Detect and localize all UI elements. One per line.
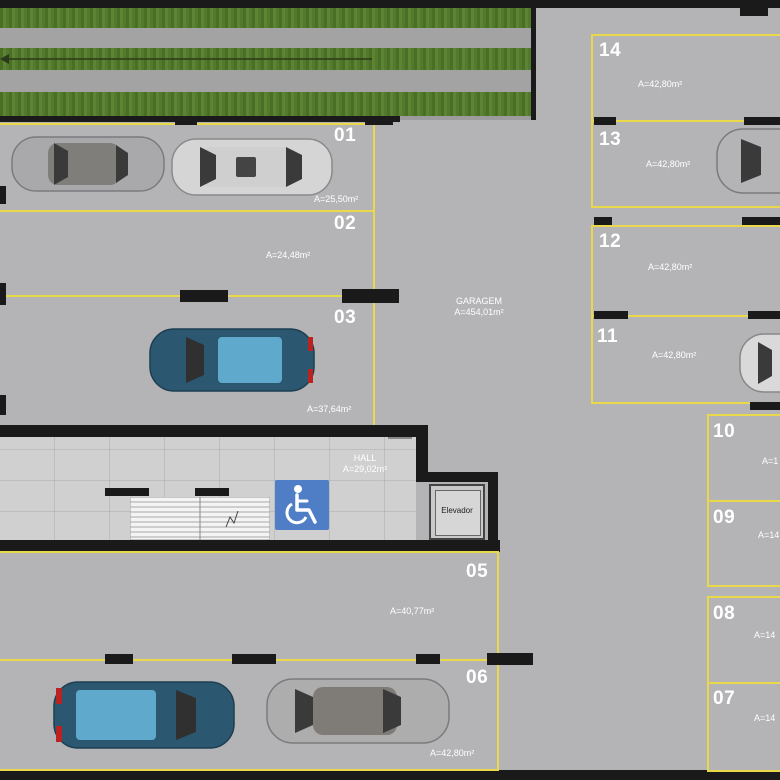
wheelchair-icon bbox=[275, 480, 329, 530]
spot-area: A=40,77m² bbox=[390, 606, 435, 616]
wall bbox=[740, 8, 768, 16]
wall bbox=[0, 540, 500, 552]
spot-number: 02 bbox=[334, 213, 357, 234]
hall-door[interactable] bbox=[388, 437, 412, 439]
parking-bay-13[interactable] bbox=[591, 120, 780, 208]
elevator-cab bbox=[435, 490, 481, 536]
spot-number: 06 bbox=[466, 667, 489, 688]
stairs-icon bbox=[130, 497, 270, 540]
grass-band bbox=[0, 92, 531, 116]
walkway bbox=[0, 28, 531, 48]
parking-bay-02[interactable] bbox=[0, 210, 375, 297]
wall bbox=[594, 311, 628, 319]
wall bbox=[416, 654, 440, 664]
car-icon bbox=[11, 136, 165, 192]
spot-number: 08 bbox=[713, 603, 736, 624]
wall bbox=[742, 217, 780, 225]
parking-bay-11[interactable] bbox=[591, 315, 780, 404]
wall bbox=[744, 117, 780, 125]
wall bbox=[488, 472, 498, 542]
wall bbox=[748, 311, 780, 319]
car-icon bbox=[739, 333, 780, 393]
car-icon bbox=[53, 681, 235, 749]
car-icon bbox=[171, 138, 333, 196]
elevator-label: Elevador bbox=[441, 506, 473, 515]
wall bbox=[531, 0, 536, 120]
parking-bay-07[interactable] bbox=[707, 682, 780, 772]
spot-number: 14 bbox=[599, 40, 622, 61]
spot-area: A=42,80m² bbox=[648, 262, 693, 272]
spot-area: A=42,80m² bbox=[646, 159, 691, 169]
wall bbox=[232, 654, 276, 664]
wall bbox=[175, 116, 197, 125]
spot-number: 11 bbox=[597, 326, 619, 347]
garage-label: GARAGEM A=454,01m² bbox=[440, 296, 518, 318]
wall bbox=[180, 290, 228, 302]
elevator[interactable]: Elevador bbox=[429, 484, 485, 540]
walkway bbox=[0, 70, 531, 92]
spot-area: A=14 bbox=[754, 630, 776, 640]
wall bbox=[0, 186, 6, 204]
spot-area: A=42,80m² bbox=[638, 79, 683, 89]
garage-area: A=454,01m² bbox=[454, 307, 504, 317]
grass-band bbox=[0, 8, 531, 28]
wall bbox=[0, 770, 780, 780]
wall bbox=[594, 117, 616, 125]
parking-bay-09[interactable] bbox=[707, 500, 780, 587]
wall bbox=[365, 116, 393, 125]
car-icon bbox=[266, 678, 450, 744]
garage-name: GARAGEM bbox=[455, 296, 502, 306]
wall bbox=[487, 653, 533, 665]
hall-label: HALL A=29,02m² bbox=[330, 453, 400, 475]
spot-number: 01 bbox=[334, 125, 357, 146]
wall bbox=[0, 425, 428, 437]
spot-number: 07 bbox=[713, 688, 736, 709]
arrow-left-icon bbox=[0, 54, 372, 64]
wall bbox=[416, 472, 498, 482]
car-icon bbox=[149, 328, 315, 392]
spot-area: A=37,64m² bbox=[307, 404, 352, 414]
wall bbox=[105, 488, 149, 496]
wall bbox=[594, 217, 612, 225]
wall bbox=[342, 289, 399, 303]
hall-area: A=29,02m² bbox=[342, 464, 388, 474]
spot-number: 10 bbox=[713, 421, 736, 442]
wall bbox=[750, 402, 780, 410]
wall bbox=[416, 437, 428, 472]
wall bbox=[0, 0, 780, 8]
spot-area: A=1 bbox=[762, 456, 779, 466]
wall bbox=[105, 654, 133, 664]
spot-area: A=14 bbox=[754, 713, 776, 723]
wall bbox=[0, 395, 6, 415]
spot-number: 13 bbox=[599, 129, 622, 150]
spot-area: A=24,48m² bbox=[266, 250, 311, 260]
spot-number: 09 bbox=[713, 507, 736, 528]
car-icon bbox=[716, 128, 780, 194]
wall bbox=[0, 283, 6, 305]
wall bbox=[0, 116, 400, 122]
hall-name: HALL bbox=[353, 453, 377, 463]
spot-number: 12 bbox=[599, 231, 622, 252]
spot-number: 03 bbox=[334, 307, 357, 328]
spot-number: 05 bbox=[466, 561, 489, 582]
spot-area: A=42,80m² bbox=[430, 748, 475, 758]
wall bbox=[195, 488, 229, 496]
spot-area: A=14 bbox=[758, 530, 780, 540]
spot-area: A=25,50m² bbox=[314, 194, 359, 204]
spot-area: A=42,80m² bbox=[652, 350, 697, 360]
